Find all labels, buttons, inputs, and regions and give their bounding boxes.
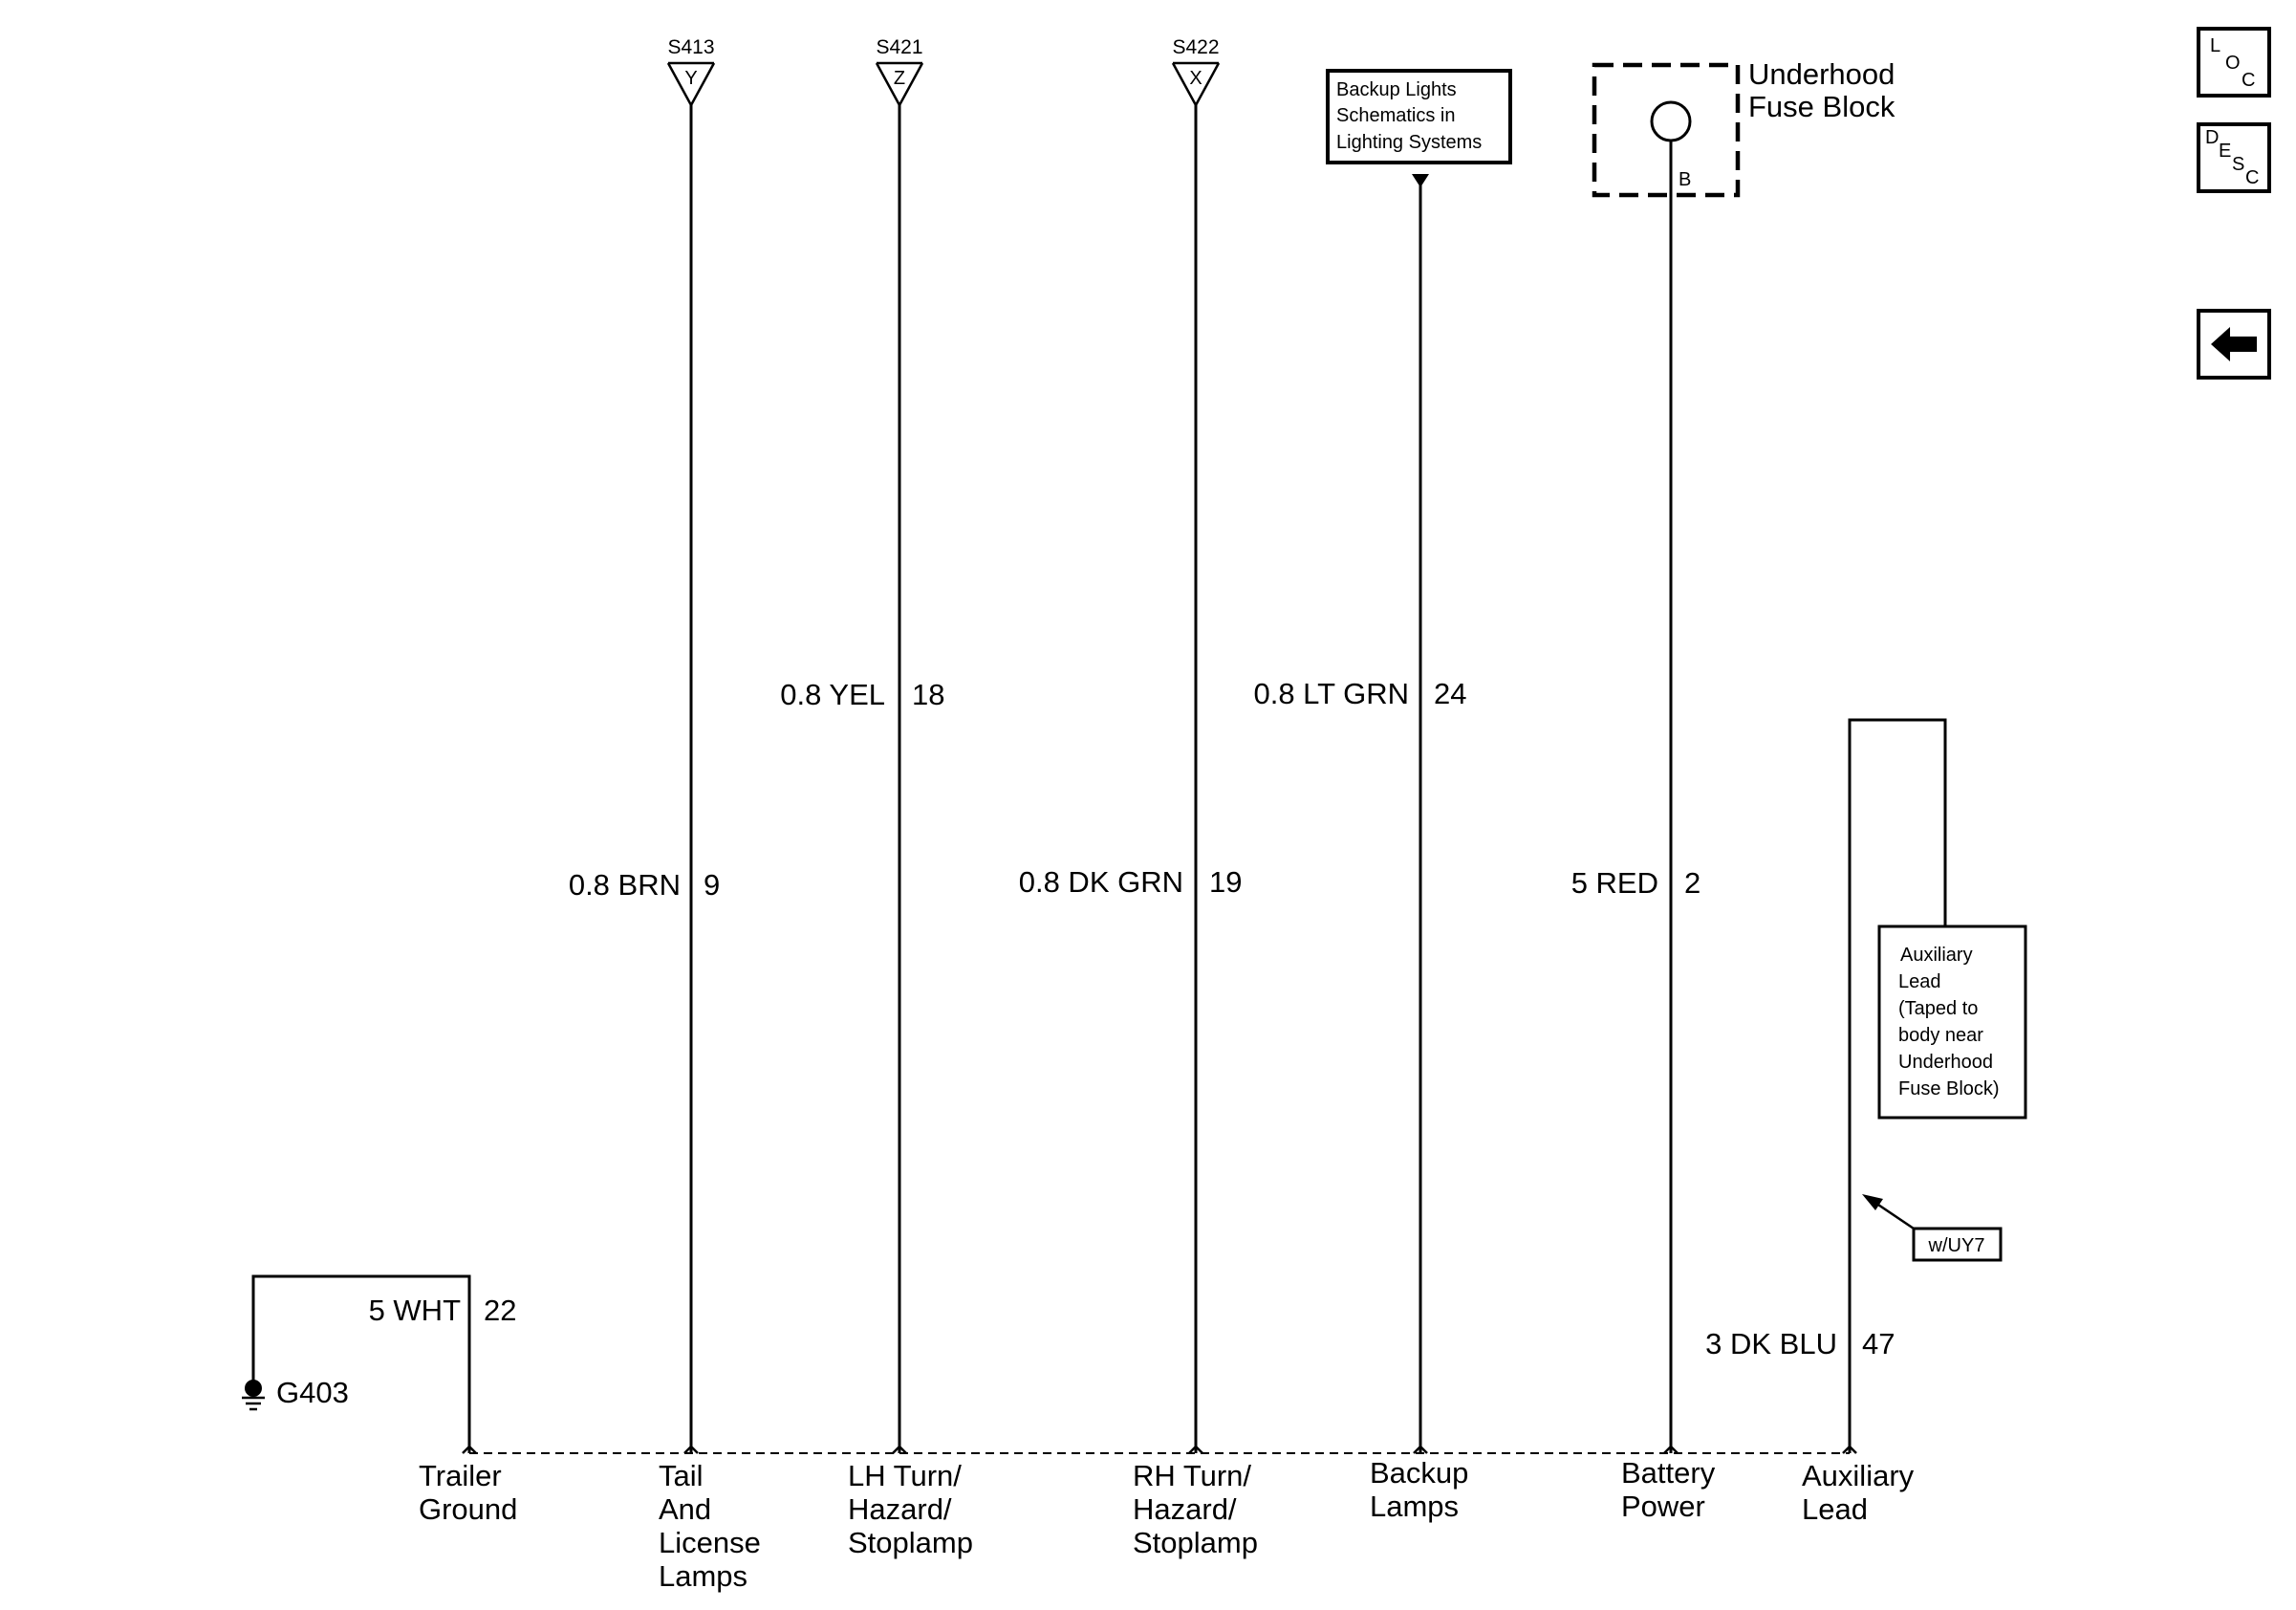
- wire-circuit-label: 2: [1684, 866, 1700, 900]
- backup-lights-reference[interactable]: Backup Lights Schematics in Lighting Sys…: [1326, 69, 1512, 164]
- note-line: (Taped to: [1898, 998, 1978, 1019]
- note-line: Auxiliary: [1900, 945, 1973, 966]
- note-line: Fuse Block): [1898, 1078, 2000, 1099]
- connector-label-line: LH Turn/: [848, 1459, 962, 1492]
- wire-color-label: 0.8 YEL: [780, 678, 885, 711]
- fuse-block-label: Underhood: [1748, 57, 1895, 91]
- connector-label-line: Trailer: [419, 1459, 502, 1492]
- wire-trailer-ground: 5 WHT 22: [251, 1274, 516, 1454]
- connector-label-line: Power: [1621, 1490, 1705, 1523]
- reference-line: Schematics in: [1336, 105, 1456, 126]
- option-tag: w/UY7: [1862, 1194, 2003, 1262]
- splice-letter: X: [1189, 68, 1202, 89]
- wire-battery-power: 5 RED 2: [1571, 140, 1700, 1454]
- connector-label-tail-license: Tail And License Lamps: [659, 1459, 761, 1593]
- connector-label-line: Lamps: [659, 1559, 747, 1593]
- wire-color-label: 0.8 BRN: [569, 868, 681, 902]
- connector-label-line: Stoplamp: [1133, 1526, 1258, 1559]
- wire-color-label: 3 DK BLU: [1705, 1327, 1837, 1360]
- connector-label-line: Auxiliary: [1802, 1459, 1915, 1492]
- connector-label-line: Lamps: [1370, 1490, 1459, 1523]
- wire-tail-license: 0.8 BRN 9: [569, 105, 720, 1454]
- note-line: Underhood: [1898, 1052, 1993, 1073]
- connector-label-line: Hazard/: [848, 1492, 952, 1526]
- connector-label-lh-turn: LH Turn/ Hazard/ Stoplamp: [848, 1459, 973, 1559]
- left-arrow-icon: [2211, 327, 2257, 361]
- terminal-label: B: [1679, 169, 1691, 190]
- desc-letter: D: [2205, 127, 2219, 148]
- wire-color-label: 0.8 DK GRN: [1019, 865, 1183, 899]
- connector-label-line: Ground: [419, 1492, 517, 1526]
- wire-circuit-label: 18: [912, 678, 944, 711]
- connector-label-rh-turn: RH Turn/ Hazard/ Stoplamp: [1133, 1459, 1258, 1559]
- back-button[interactable]: [2197, 309, 2271, 380]
- wire-lh-turn: 0.8 YEL 18: [780, 105, 944, 1454]
- loc-button[interactable]: L O C: [2197, 27, 2271, 98]
- connector-label-line: Backup: [1370, 1456, 1468, 1490]
- desc-letter: S: [2232, 154, 2244, 175]
- connector-label-line: Tail: [659, 1459, 704, 1492]
- wire-circuit-label: 22: [484, 1294, 516, 1327]
- wire-color-label: 0.8 LT GRN: [1253, 677, 1409, 710]
- wire-color-label: 5 WHT: [369, 1294, 462, 1327]
- desc-letter: C: [2245, 167, 2259, 188]
- ground-label: G403: [276, 1376, 349, 1409]
- loc-letter: C: [2242, 70, 2255, 91]
- connector-label-line: And: [659, 1492, 711, 1526]
- connector-label-backup-lamps: Backup Lamps: [1370, 1456, 1468, 1523]
- connector-label-battery-power: Battery Power: [1621, 1456, 1716, 1523]
- wire-rh-turn: 0.8 DK GRN 19: [1019, 105, 1242, 1454]
- splice-letter: Y: [684, 68, 697, 89]
- splice-s422: S422 X: [1171, 36, 1221, 108]
- underhood-fuse-block: B Underhood Fuse Block: [1592, 57, 1895, 198]
- splice-id: S422: [1172, 36, 1219, 58]
- connector-label-line: Stoplamp: [848, 1526, 973, 1559]
- reference-line: Backup Lights: [1336, 79, 1457, 100]
- connector-label-line: Battery: [1621, 1456, 1716, 1490]
- loc-letter: L: [2210, 35, 2220, 56]
- connector-label-line: RH Turn/: [1133, 1459, 1251, 1492]
- reference-line: Lighting Systems: [1336, 132, 1482, 153]
- connector-label-auxiliary-lead: Auxiliary Lead: [1802, 1459, 1915, 1526]
- wire-auxiliary-lead: 3 DK BLU 47: [1705, 718, 1947, 1454]
- splice-id: S421: [876, 36, 922, 58]
- wire-circuit-label: 24: [1434, 677, 1466, 710]
- wire-circuit-label: 19: [1209, 865, 1242, 899]
- wire-backup-lamps: 0.8 LT GRN 24: [1253, 174, 1466, 1454]
- connector-label-trailer-ground: Trailer Ground: [419, 1459, 517, 1526]
- ground-symbol: G403: [242, 1376, 349, 1411]
- fuse-terminal: [1650, 100, 1692, 142]
- fuse-block-label: Fuse Block: [1748, 90, 1895, 123]
- option-tag-label: w/UY7: [1928, 1235, 1985, 1256]
- splice-s413: S413 Y: [666, 36, 716, 108]
- wire-circuit-label: 9: [704, 868, 720, 902]
- loc-letter: O: [2225, 53, 2241, 74]
- connector-label-line: License: [659, 1526, 761, 1559]
- splice-s421: S421 Z: [875, 36, 924, 108]
- wire-circuit-label: 47: [1862, 1327, 1895, 1360]
- connector-label-line: Lead: [1802, 1492, 1868, 1526]
- note-line: body near: [1898, 1025, 1983, 1046]
- wire-color-label: 5 RED: [1571, 866, 1658, 900]
- auxiliary-lead-note: Auxiliary Lead (Taped to body near Under…: [1877, 925, 2027, 1120]
- splice-id: S413: [667, 36, 714, 58]
- note-line: Lead: [1898, 971, 1941, 992]
- desc-button[interactable]: D E S C: [2197, 122, 2271, 193]
- desc-letter: E: [2219, 141, 2231, 162]
- connector-label-line: Hazard/: [1133, 1492, 1237, 1526]
- splice-letter: Z: [894, 68, 905, 89]
